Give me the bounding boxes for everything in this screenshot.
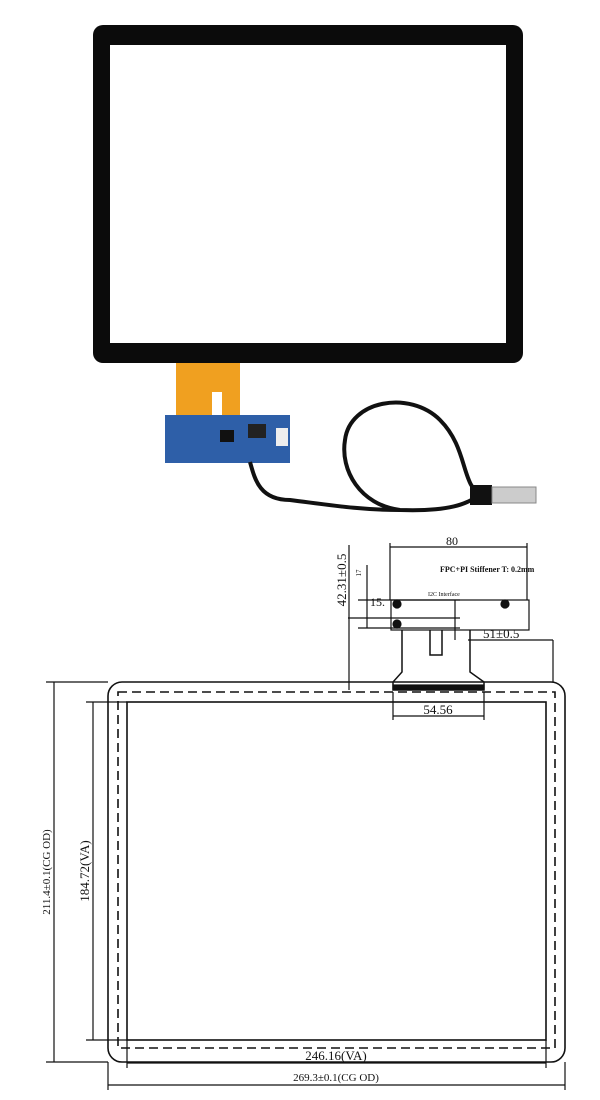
dimension-drawing [46,543,566,1090]
dim-va-width: 246.16(VA) [305,1048,367,1063]
stiffener-note: FPC+PI Stiffener T: 0.2mm [440,565,535,574]
cg-outline [107,681,566,1063]
fpc-tail [392,630,485,691]
dim-od-height: 211.4±0.1(CG OD) [41,829,53,915]
dim-tail-height: 42.31±0.5 [334,554,349,607]
dimension-labels: 80 FPC+PI Stiffener T: 0.2mm I2C Interfa… [41,534,535,1084]
board-chip [248,424,266,438]
dim-va-height: 184.72(VA) [77,840,92,902]
dim-fpc-width: 54.56 [423,702,453,717]
usb-plug-body [470,485,492,505]
dim-od-width: 269.3±0.1(CG OD) [293,1072,379,1084]
dim-top-width: 80 [446,534,458,548]
interface-label: I2C Interface [428,591,460,598]
fpc-cable [176,363,240,415]
touch-panel-photo [93,25,537,513]
active-area-dashed [117,691,556,1049]
va-outline [126,701,547,1041]
dim-15: 15. [370,595,385,609]
board-chip [220,430,234,442]
dim-small: 17 [355,569,363,577]
usb-plug-metal [491,486,537,504]
fpc-bond [392,684,485,690]
board-connector [276,428,288,446]
usb-cable [248,400,486,513]
panel-glass [110,45,506,343]
dim-offset: 51±0.5 [483,626,519,641]
